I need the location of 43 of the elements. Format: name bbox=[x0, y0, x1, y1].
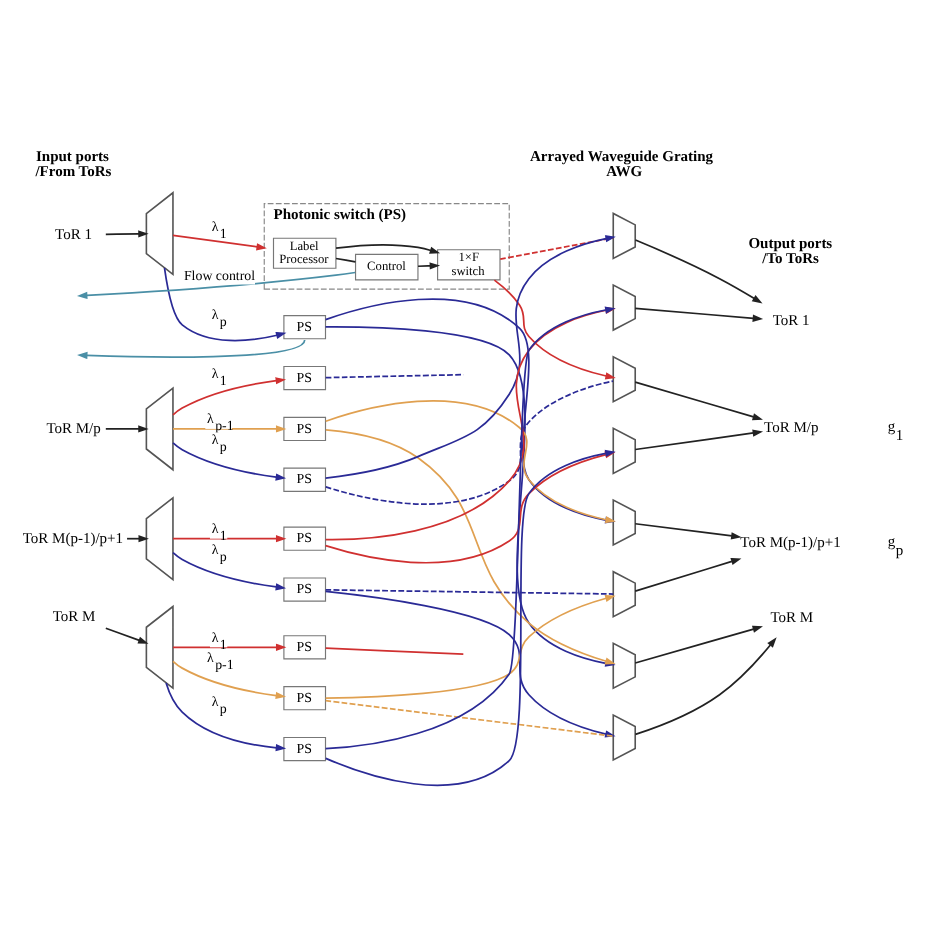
arrow bbox=[104, 230, 149, 238]
arrow bbox=[165, 682, 287, 752]
arrow bbox=[172, 660, 287, 700]
connector bbox=[324, 373, 465, 379]
arrow bbox=[172, 535, 287, 543]
arrow bbox=[172, 643, 287, 651]
arrow bbox=[172, 234, 267, 251]
node-trapezoid bbox=[612, 498, 636, 547]
arrow bbox=[77, 339, 306, 360]
arrow bbox=[634, 381, 763, 421]
arrow bbox=[104, 425, 149, 433]
arrow bbox=[172, 551, 287, 591]
connector bbox=[499, 236, 614, 260]
arrow bbox=[172, 442, 287, 481]
connector bbox=[324, 588, 614, 595]
arrow bbox=[335, 243, 441, 254]
node-trapezoid bbox=[612, 642, 636, 690]
arrow bbox=[634, 637, 777, 736]
arrow bbox=[634, 522, 742, 540]
arrow bbox=[493, 279, 616, 380]
node-trapezoid bbox=[145, 386, 174, 472]
node-trapezoid bbox=[612, 355, 636, 404]
arrow bbox=[634, 558, 742, 592]
node-trapezoid bbox=[145, 191, 174, 277]
arrow bbox=[634, 429, 764, 451]
arrow bbox=[417, 262, 441, 270]
node-trapezoid bbox=[612, 283, 636, 332]
connector bbox=[335, 257, 357, 263]
arrow bbox=[634, 239, 763, 304]
arrow bbox=[77, 271, 357, 300]
arrow bbox=[104, 627, 149, 644]
arrow bbox=[172, 377, 287, 416]
node-trapezoid bbox=[612, 427, 636, 475]
arrow bbox=[634, 307, 764, 322]
arrow bbox=[634, 625, 763, 664]
node-trapezoid bbox=[145, 604, 174, 690]
connector bbox=[324, 647, 465, 655]
node-trapezoid bbox=[612, 212, 636, 260]
node-trapezoid bbox=[145, 496, 174, 582]
arrow bbox=[126, 535, 149, 543]
arrow bbox=[172, 425, 287, 433]
node-trapezoid bbox=[612, 570, 636, 618]
node-trapezoid bbox=[612, 713, 636, 762]
